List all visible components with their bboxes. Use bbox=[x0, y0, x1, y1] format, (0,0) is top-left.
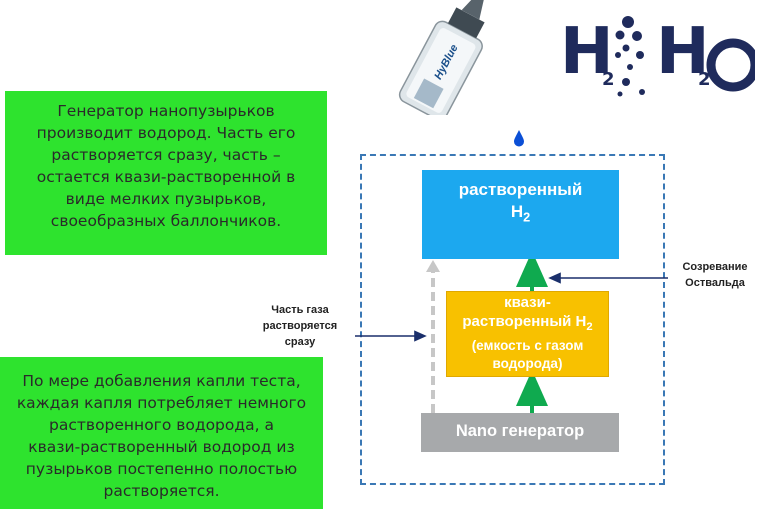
note-top-line: растворяется сразу, часть – bbox=[51, 146, 281, 164]
quasi-dissolved-h2-block: квази- растворенный H2 (емкость с газом … bbox=[446, 291, 609, 377]
part-gas-dissolves-label: Часть газа растворяется сразу bbox=[245, 302, 355, 350]
part-gas-line: Часть газа bbox=[271, 304, 329, 316]
quasi-line2-text: растворенный H bbox=[462, 313, 587, 330]
quasi-sub: 2 bbox=[586, 321, 593, 333]
dissolved-label: растворенный bbox=[458, 180, 583, 199]
nano-label: Nano генератор bbox=[455, 422, 585, 440]
note-top-line: Генератор нанопузырьков bbox=[57, 102, 275, 120]
process-frame bbox=[360, 154, 665, 485]
dissolved-sub: 2 bbox=[523, 209, 531, 225]
quasi-line2: растворенный H2 bbox=[447, 312, 608, 337]
logo-h2: H bbox=[656, 15, 710, 89]
note-bottom-line: квази-растворенный водород из bbox=[28, 438, 295, 456]
note-bottom-line: каждая капля потребляет немного bbox=[16, 394, 307, 412]
dissolved-h2-block: растворенный H2 bbox=[422, 170, 619, 259]
ostwald-line: Созревание bbox=[682, 261, 748, 273]
dropper-bottle-image: HyBlue bbox=[398, 0, 485, 115]
note-top-line: производит водород. Часть его bbox=[36, 124, 296, 142]
nano-generator-block: Nano генератор bbox=[421, 413, 619, 452]
quasi-line1: квази- bbox=[504, 294, 551, 311]
note-top-line: своеобразных баллончиков. bbox=[50, 212, 282, 230]
water-drop-icon bbox=[514, 130, 524, 147]
note-top-line: виде мелких пузырьков, bbox=[65, 190, 267, 208]
note-bottom-line: пузырьков постепенно полостью bbox=[25, 460, 298, 478]
part-gas-line: сразу bbox=[284, 336, 316, 348]
quasi-line3: (емкость с газом bbox=[471, 338, 584, 353]
logo-sub1: 2 bbox=[602, 69, 615, 90]
part-gas-line: растворяется bbox=[262, 320, 338, 332]
ostwald-ripening-label: Созревание Оствальда bbox=[672, 259, 758, 291]
note-top: Генератор нанопузырьков производит водор… bbox=[5, 91, 327, 255]
logo-o-ring bbox=[706, 38, 755, 92]
quasi-line4: водорода) bbox=[492, 356, 563, 371]
logo-sub2: 2 bbox=[698, 69, 711, 90]
h2h2o-logo: H H 2 2 bbox=[560, 15, 755, 97]
note-bottom-line: растворяется. bbox=[103, 482, 220, 500]
note-bottom: По мере добавления капли теста, каждая к… bbox=[0, 357, 323, 509]
note-bottom-line: По мере добавления капли теста, bbox=[22, 372, 301, 390]
note-bottom-line: растворенного водорода, а bbox=[49, 416, 274, 434]
note-top-line: остается квази-растворенной в bbox=[36, 168, 296, 186]
ostwald-line: Оствальда bbox=[685, 277, 745, 289]
dissolved-h: H bbox=[510, 202, 524, 221]
logo-h1: H bbox=[560, 15, 614, 89]
dissolved-h2-label: H2 bbox=[422, 202, 619, 224]
